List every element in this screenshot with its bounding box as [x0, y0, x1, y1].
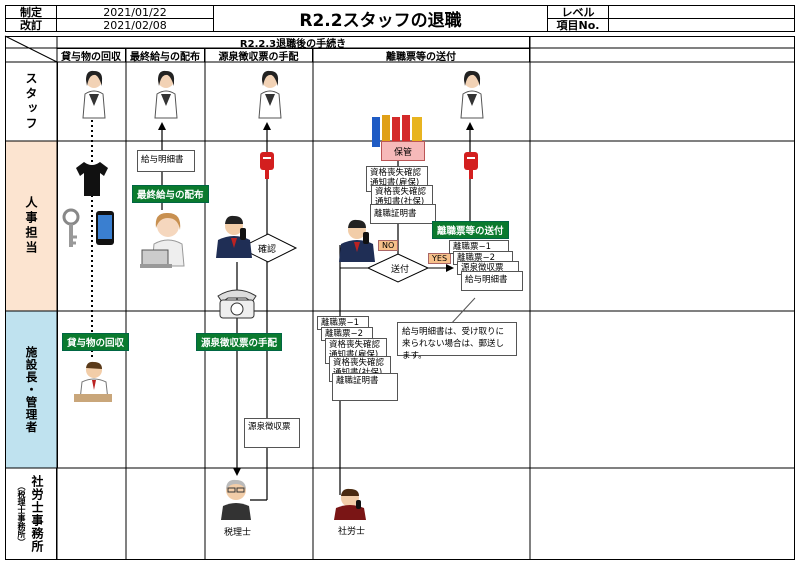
yes-branch-label: YES [428, 253, 452, 264]
staff-avatar-4 [460, 70, 484, 119]
telephone-icon [217, 289, 257, 319]
send-decision-label: 送付 [391, 265, 410, 275]
staff-avatar-2 [154, 70, 178, 119]
staff-avatar-3 [258, 70, 282, 119]
hr-manager-phone-illustration-2 [339, 219, 375, 262]
tshirt-icon [76, 162, 108, 196]
doc-withholding-mgr: 源泉徴収票 [244, 418, 300, 448]
confirm-decision-label: 確認 [258, 245, 277, 255]
lane-label-sharoushi-main: 社労士事務所 [30, 474, 44, 553]
payslip-document: 給与明細書 [137, 150, 195, 172]
lane-hr-bg [6, 141, 57, 311]
no-branch-label: NO [378, 240, 399, 251]
labor-consultant-label: 社労士 [338, 527, 366, 537]
final-pay-action[interactable]: 最終給与の配布 [132, 185, 209, 203]
payslip-mailing-note: 給与明細書は、受け取りに来られない場合は、郵送します。 [397, 322, 517, 361]
lane-label-sharoushi-sub: （税理士事務所） [17, 481, 26, 546]
hr-staff-laptop-illustration [140, 212, 185, 268]
tax-accountant-avatar [221, 479, 251, 520]
swimlane-grid [5, 36, 795, 560]
archive-box: 保管 [381, 141, 425, 161]
keys-icon [62, 208, 80, 247]
labor-consultant-avatar [334, 488, 366, 520]
manager-desk-illustration [74, 361, 112, 402]
lane-manager-bg [6, 311, 57, 468]
doc-resignation-certificate-mgr: 離職証明書 [332, 373, 398, 401]
withholding-action[interactable]: 源泉徴収票の手配 [196, 333, 283, 351]
binders-icon [372, 115, 422, 147]
header-item-no-value [608, 18, 795, 32]
doc-resignation-certificate: 離職証明書 [370, 204, 436, 224]
tax-accountant-label: 税理士 [224, 528, 252, 538]
hr-manager-phone-illustration-1 [216, 215, 252, 258]
smartphone-icon [96, 211, 114, 245]
collect-action[interactable]: 貸与物の回収 [62, 333, 130, 351]
mailbox-icon-senddocs [464, 152, 478, 179]
mailbox-icon-withholding [260, 152, 274, 179]
staff-avatar-1 [82, 70, 106, 119]
send-docs-action[interactable]: 離職票等の送付 [432, 221, 509, 239]
doc-payslip-hr: 給与明細書 [461, 271, 523, 291]
